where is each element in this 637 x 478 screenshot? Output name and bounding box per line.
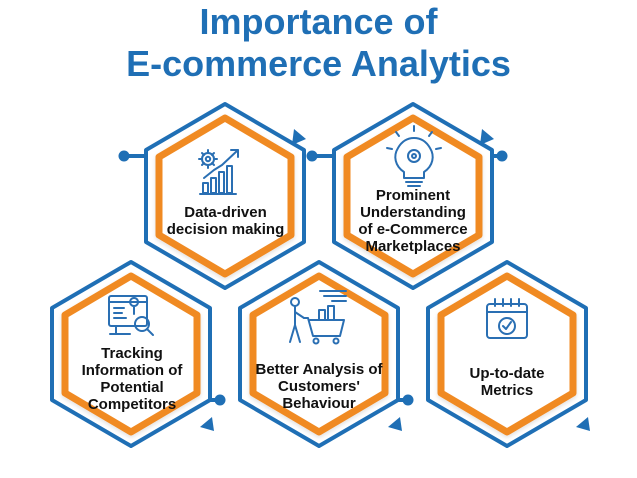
connector-dot xyxy=(306,150,318,162)
arrow-head xyxy=(388,417,402,431)
label-customer-behaviour: Better Analysis of Customers' Behaviour xyxy=(255,361,383,412)
arrow-head xyxy=(200,417,214,431)
connector-dot xyxy=(214,394,226,406)
calendar-check-icon xyxy=(486,298,528,339)
dashboard-magnifier-icon xyxy=(108,295,154,336)
arrow-head xyxy=(292,129,306,145)
hexagon-customer-behaviour xyxy=(238,260,414,448)
label-data-driven: Data-driven decision making xyxy=(166,204,285,238)
label-marketplaces: Prominent Understanding of e-Commerce Ma… xyxy=(358,187,468,255)
connector-dot xyxy=(496,150,508,162)
gear-bar-chart-icon xyxy=(198,149,239,195)
hexagon-competitors xyxy=(50,260,226,448)
arrow-head xyxy=(480,129,494,145)
title-line-2: E-commerce Analytics xyxy=(126,43,511,84)
title-line-1: Importance of xyxy=(199,1,438,42)
label-metrics: Up-to-date Metrics xyxy=(469,365,545,399)
hexagon-marketplaces xyxy=(306,102,508,290)
shopping-cart-person-icon xyxy=(289,290,347,345)
hexagon-metrics xyxy=(426,260,590,448)
label-competitors: Tracking Information of Potential Compet… xyxy=(81,345,183,413)
connector-dot xyxy=(402,394,414,406)
hexagon-data-driven xyxy=(118,102,306,290)
connector-dot xyxy=(118,150,130,162)
lightbulb-gear-icon xyxy=(386,125,442,187)
arrow-head xyxy=(576,417,590,431)
